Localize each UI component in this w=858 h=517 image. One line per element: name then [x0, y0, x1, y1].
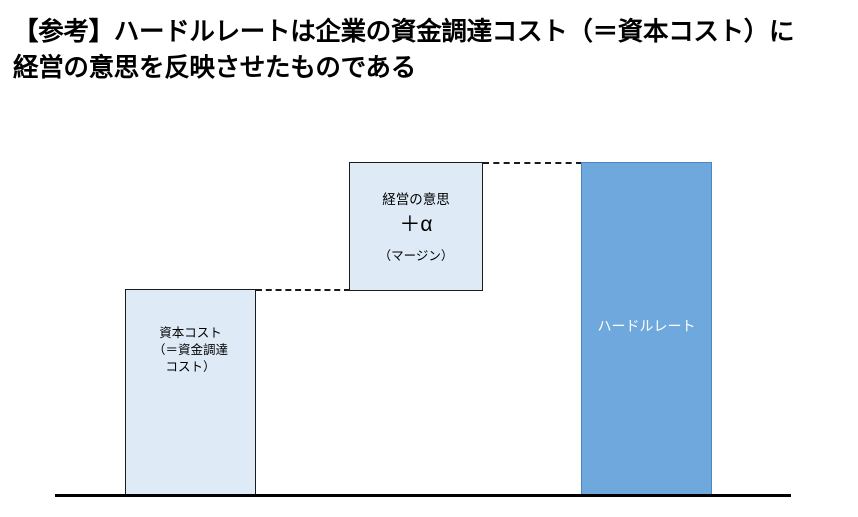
- connector-intent-to-hurdle-dashed-line: [483, 162, 582, 164]
- bar-management-intent: 経営の意思 ＋α （マージン）: [349, 162, 483, 291]
- bar-capital-cost: 資本コスト （＝資金調達 コスト）: [125, 289, 256, 495]
- bar-hurdle-rate: ハードルレート: [581, 162, 712, 495]
- bar-management-intent-alpha: ＋α: [399, 213, 433, 236]
- bar-capital-cost-label: 資本コスト （＝資金調達 コスト）: [152, 325, 228, 374]
- connector-capital-to-intent-dashed-line: [256, 289, 350, 291]
- bar-management-intent-margin-note: （マージン）: [378, 249, 454, 263]
- bar-management-intent-label: 経営の意思: [382, 192, 450, 207]
- chart-baseline-axis: [55, 494, 791, 497]
- page-title: 【参考】ハードルレートは企業の資金調達コスト（＝資本コスト）に 経営の意思を反映…: [13, 18, 795, 82]
- bar-hurdle-rate-label: ハードルレート: [597, 317, 696, 334]
